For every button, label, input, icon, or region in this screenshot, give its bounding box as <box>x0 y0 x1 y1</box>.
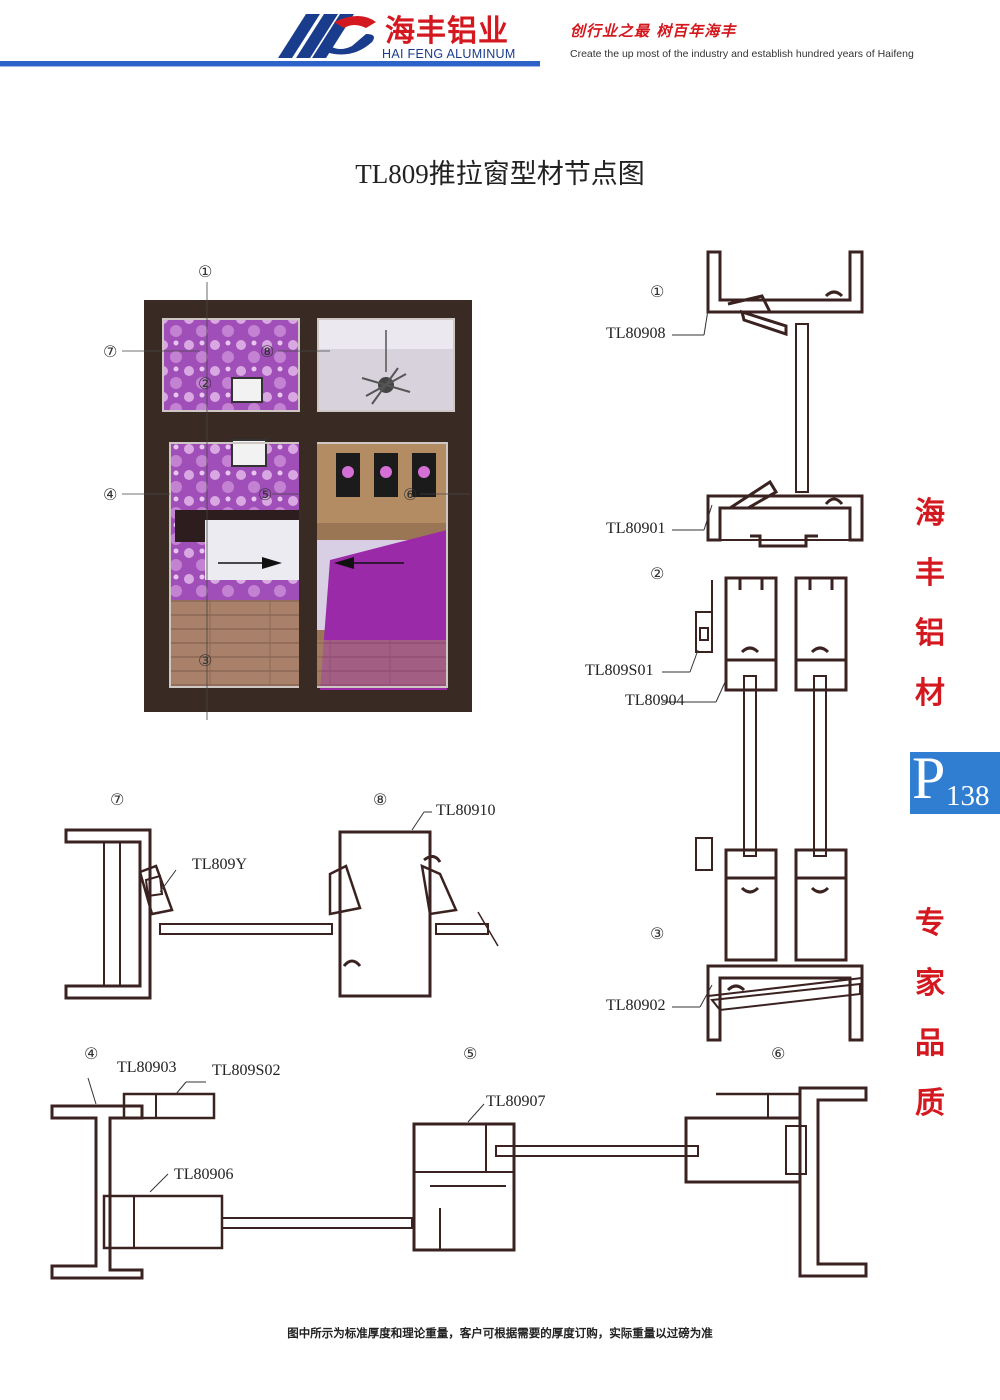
part-label-tl809s02: TL809S02 <box>212 1062 281 1079</box>
part-label-tl80906: TL80906 <box>174 1166 234 1183</box>
window-marker-6: ⑥ <box>403 485 418 504</box>
window-marker-7: ⑦ <box>103 342 118 361</box>
side-text-char-2: 丰 <box>915 556 945 591</box>
page-number-tab <box>910 752 1000 814</box>
slogan-en: Create the up most of the industry and e… <box>570 48 914 60</box>
brand-logo <box>0 14 540 67</box>
section-number-3: ③ <box>650 924 665 943</box>
window-marker-4: ④ <box>103 485 118 504</box>
part-label-tl80907: TL80907 <box>486 1093 546 1110</box>
section-5 <box>412 1122 699 1252</box>
section-6 <box>684 1086 868 1278</box>
section-number-5: ⑤ <box>463 1044 478 1063</box>
part-label-tl80904: TL80904 <box>625 692 685 709</box>
window-marker-5: ⑤ <box>258 485 273 504</box>
section-number-8: ⑧ <box>373 790 388 809</box>
window-marker-1: ① <box>198 262 213 281</box>
section-number-7: ⑦ <box>110 790 125 809</box>
window-marker-2: ② <box>198 374 213 393</box>
window-marker-3: ③ <box>198 651 213 670</box>
slogan-zh: 创行业之最 树百年海丰 <box>570 22 737 40</box>
part-label-tl809s01: TL809S01 <box>585 662 654 679</box>
section-number-6: ⑥ <box>771 1044 786 1063</box>
side-text-char-3: 铝 <box>915 616 945 651</box>
part-label-tl809y: TL809Y <box>192 856 248 873</box>
page-letter: P <box>912 745 946 811</box>
section-8 <box>328 830 499 998</box>
brand-name-zh: 海丰铝业 <box>385 14 509 49</box>
part-label-tl80901: TL80901 <box>606 520 666 537</box>
part-label-tl80902: TL80902 <box>606 997 666 1014</box>
part-label-tl80908: TL80908 <box>606 325 666 342</box>
section-4 <box>50 1092 413 1280</box>
chandelier-icon <box>361 330 411 405</box>
section-number-4: ④ <box>84 1044 99 1063</box>
logo-mark-icon <box>278 14 376 58</box>
side-text-char-8: 质 <box>915 1086 945 1121</box>
brand-name-en: HAI FENG ALUMINUM <box>382 47 516 61</box>
side-text-char-5: 专 <box>915 906 945 941</box>
part-label-tl80910: TL80910 <box>436 802 496 819</box>
section-number-1: ① <box>650 282 665 301</box>
section-number-2: ② <box>650 564 665 583</box>
window-marker-8: ⑧ <box>260 342 275 361</box>
page-number: 138 <box>946 780 990 812</box>
section-7 <box>64 828 333 1000</box>
part-label-tl80903: TL80903 <box>117 1059 177 1076</box>
footer-note: 图中所示为标准厚度和理论重量，客户可根据需要的厚度订购，实际重量以过磅为准 <box>287 1326 713 1340</box>
side-text-char-4: 材 <box>915 676 945 711</box>
vertical-section <box>695 250 864 1042</box>
header-underline <box>0 61 540 66</box>
side-text-char-6: 家 <box>915 966 945 1001</box>
side-text-char-1: 海 <box>915 496 945 531</box>
page-title: TL809推拉窗型材节点图 <box>355 159 645 189</box>
side-text-char-7: 品 <box>915 1026 945 1061</box>
